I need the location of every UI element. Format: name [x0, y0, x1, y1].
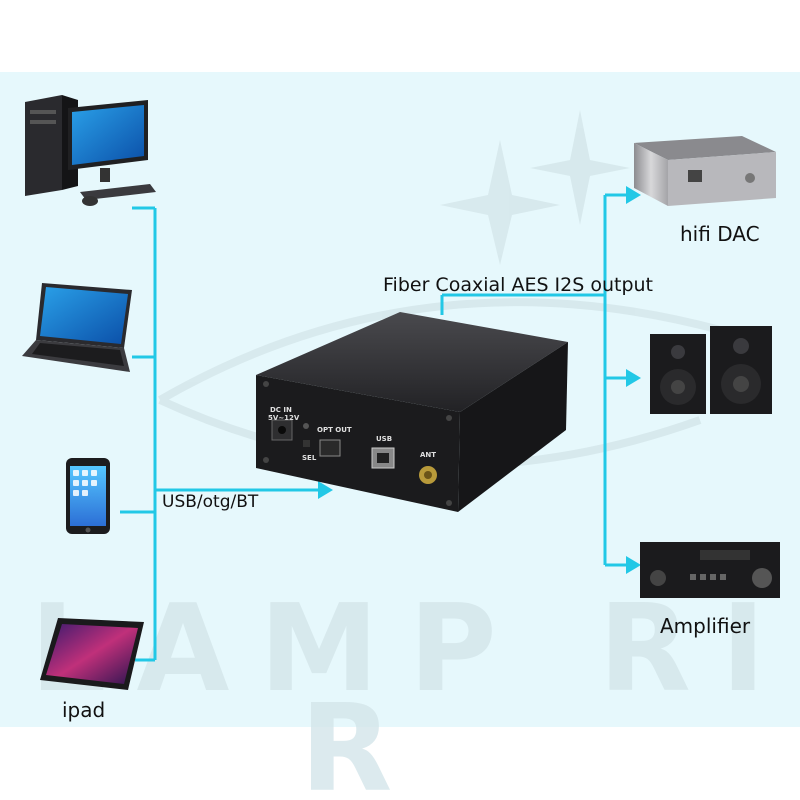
- smartphone-icon: [66, 458, 110, 534]
- voltage-label: 5V~12V: [268, 414, 300, 422]
- connection-lines: [120, 193, 630, 662]
- arrowheads: [318, 186, 641, 574]
- amplifier-icon: [640, 542, 780, 598]
- power-led: [303, 423, 309, 429]
- ant-label: ANT: [420, 451, 436, 459]
- arrow-to-dac: [626, 186, 641, 204]
- sel-label: SEL: [302, 454, 317, 462]
- output-label: Fiber Coaxial AES I2S output: [383, 274, 654, 296]
- speakers-icon: [650, 326, 772, 414]
- arrow-to-device: [318, 481, 333, 499]
- audio-interface-device: [256, 312, 568, 512]
- watermark-text: LAMP RIDIO: [30, 580, 800, 719]
- arrow-to-amplifier: [626, 556, 641, 574]
- desktop-computer-icon: [25, 95, 156, 206]
- dc-in-label: DC IN: [270, 406, 292, 414]
- watermark-text-2: R: [300, 680, 392, 800]
- input-label: USB/otg/BT: [162, 492, 259, 512]
- amplifier-label: Amplifier: [660, 614, 751, 638]
- select-button: [303, 440, 310, 447]
- ipad-label: ipad: [62, 698, 106, 722]
- tablet-icon: [40, 618, 144, 690]
- arrow-to-speakers: [626, 369, 641, 387]
- usb-label: USB: [376, 435, 392, 443]
- hifi-dac-icon: [634, 136, 776, 206]
- device-panel-labels: DC IN 5V~12V OPT OUT USB ANT SEL: [268, 406, 436, 462]
- laptop-icon: [22, 283, 132, 372]
- hifi-dac-label: hifi DAC: [680, 222, 760, 246]
- optical-port: [319, 439, 341, 457]
- opt-out-label: OPT OUT: [317, 426, 352, 434]
